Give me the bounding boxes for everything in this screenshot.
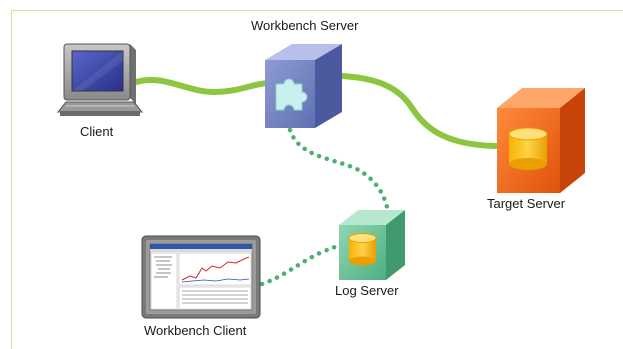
workbench-server-cube (265, 44, 342, 128)
database-icon (508, 127, 548, 170)
frame-left-border (11, 10, 12, 349)
workbench-server-to-log-server-link (287, 127, 391, 215)
client-to-workbench-server-link (133, 76, 271, 96)
client-computer-icon (56, 43, 144, 116)
client-label: Client (80, 124, 114, 139)
workbench-client-monitor (141, 235, 261, 319)
workbench-client-to-log-server-link (259, 241, 345, 287)
workbench-client-label: Workbench Client (144, 323, 247, 338)
puzzle-piece-icon (275, 78, 308, 111)
database-icon (348, 233, 377, 266)
application-window-icon (149, 243, 253, 311)
workbench-server-to-target-server-link (339, 73, 499, 149)
frame-top-border (11, 10, 623, 11)
target-server-label: Target Server (487, 196, 566, 211)
workbench-server-label: Workbench Server (251, 18, 359, 33)
log-server-cube (339, 210, 405, 280)
log-server-label: Log Server (335, 283, 399, 298)
target-server-cube (497, 88, 585, 193)
